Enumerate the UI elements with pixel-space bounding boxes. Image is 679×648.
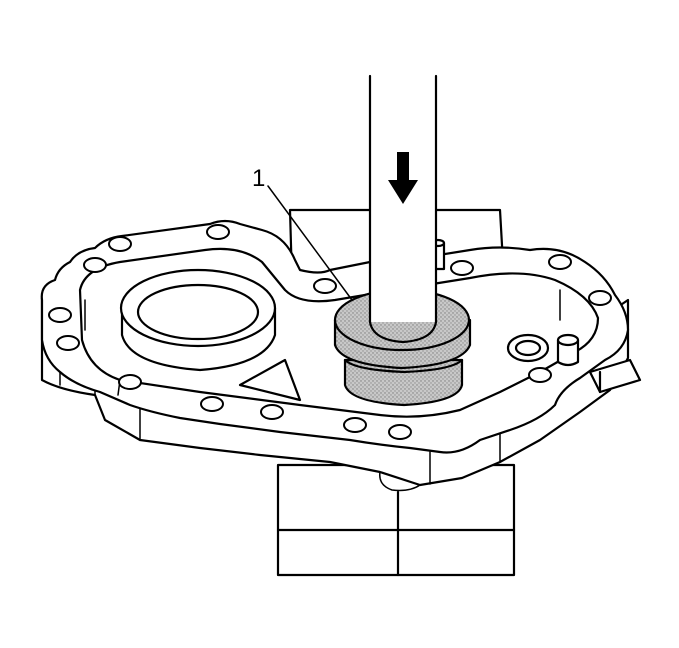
lower-support-block [276,463,516,577]
small-bore [506,333,550,363]
side-tab [588,358,642,394]
dowel-pin [556,333,580,367]
callout-1: 1 [252,165,353,301]
callout-number: 1 [252,165,265,192]
seal-installer-shaft [368,74,438,344]
press-direction-arrow-icon [388,152,418,204]
cover-rib [238,358,302,402]
bolt-holes [48,224,612,440]
bearing-bore [119,268,277,372]
